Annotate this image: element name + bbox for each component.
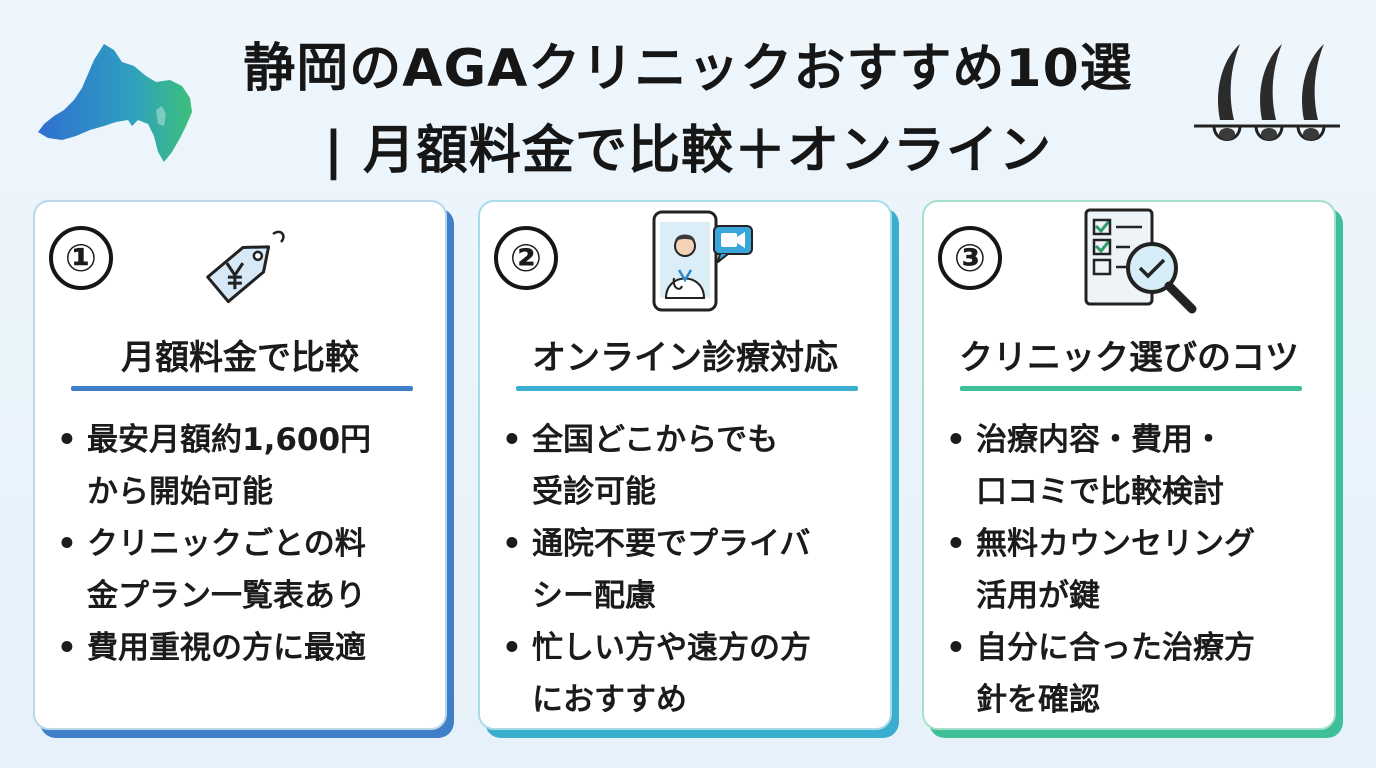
list-item: 最安月額約1,600円 から開始可能 — [57, 414, 397, 518]
card-title: クリニック選びのコツ — [959, 338, 1299, 378]
page-title-line2: | 月額料金で比較＋オンライン — [323, 121, 1053, 181]
hair-follicle-icon — [1194, 44, 1340, 141]
card-monthly-fee: ① 月額料金で比較 最安月額約1,600円 から開始可能 クリニックごとの料 金… — [33, 200, 447, 730]
bullet-list: 治療内容・費用・ 口コミで比較検討 無料カウンセリング 活用が鍵 自分に合った治… — [924, 414, 1286, 726]
list-item: 治療内容・費用・ 口コミで比較検討 — [946, 414, 1286, 518]
list-item: 通院不要でプライバ シー配慮 — [502, 518, 842, 622]
card-number: ③ — [938, 226, 1002, 290]
card-number: ① — [49, 226, 113, 290]
list-item: 費用重視の方に最適 — [57, 622, 397, 674]
shizuoka-map-icon — [38, 44, 192, 162]
bullet-list: 全国どこからでも 受診可能 通院不要でプライバ シー配慮 忙しい方や遠方の方 に… — [480, 414, 842, 726]
list-item: 忙しい方や遠方の方 におすすめ — [502, 622, 842, 726]
list-item: 全国どこからでも 受診可能 — [502, 414, 842, 518]
card-title: 月額料金で比較 — [121, 338, 359, 378]
list-item: 無料カウンセリング 活用が鍵 — [946, 518, 1286, 622]
title-underline — [516, 386, 858, 391]
card-title: オンライン診療対応 — [532, 338, 838, 378]
bullet-list: 最安月額約1,600円 から開始可能 クリニックごとの料 金プラン一覧表あり 費… — [35, 414, 397, 674]
card-online-consultation: ② オンライン診療対応 全国どこからでも 受診可能 通院不要でプライバ シー配慮… — [478, 200, 892, 730]
title-underline — [71, 386, 413, 391]
checklist-magnifier-icon — [1084, 208, 1197, 314]
list-item: 自分に合った治療方 針を確認 — [946, 622, 1286, 726]
smartphone-doctor-video-icon — [652, 210, 753, 312]
page-title-line1: 静岡のAGAクリニックおすすめ10選 — [243, 39, 1133, 99]
card-number: ② — [494, 226, 558, 290]
card-clinic-tips: ③ クリニック選びのコツ 治療内容・費用・ 口コミで比較検討 無料カウンセリング… — [922, 200, 1336, 730]
list-item: クリニックごとの料 金プラン一覧表あり — [57, 518, 397, 622]
title-underline — [960, 386, 1302, 391]
yen-price-tag-icon — [206, 230, 285, 304]
